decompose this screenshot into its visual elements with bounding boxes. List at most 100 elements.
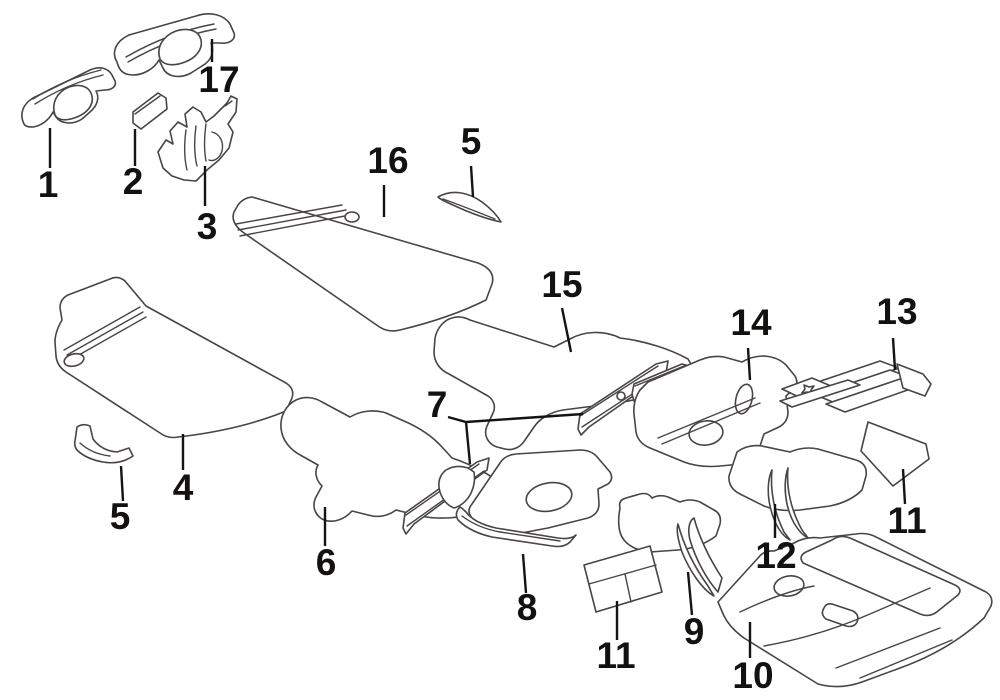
part-10-contour-3 [835, 627, 941, 669]
part-1 [21, 66, 117, 128]
part-11-mid-outline [583, 545, 663, 613]
part-8-wing [438, 465, 476, 509]
leader-lines [48, 39, 907, 658]
leader-part-7-b [464, 421, 472, 465]
part-4-stripe-2 [66, 311, 144, 356]
part-8-flange-line [461, 515, 561, 542]
part-4-label: 4 [173, 467, 194, 508]
part-16-stripe-1 [235, 204, 343, 225]
part-3-rib-2 [193, 125, 198, 167]
part-3-dome [208, 131, 224, 162]
part-9-strip-1 [676, 523, 715, 597]
part-17-label: 17 [198, 59, 239, 100]
part-5-top [437, 191, 502, 223]
part-10-contour-1 [739, 585, 815, 613]
part-4 [54, 276, 294, 439]
part-15-outline [433, 316, 695, 451]
part-8-flange [455, 506, 577, 548]
part-labels: 1 2 3 17 16 5 15 7 4 5 6 8 11 9 10 12 11… [38, 59, 927, 696]
part-5-left-edge [79, 442, 111, 457]
part-9-strip-2 [687, 517, 723, 593]
part-13-lower-bar [779, 379, 861, 408]
part-8-label: 8 [517, 587, 538, 628]
part-16-grommet [344, 211, 360, 223]
leader-part-11-right [901, 468, 907, 505]
part-11-mid [583, 545, 663, 613]
part-14 [633, 355, 798, 468]
part-7-label: 7 [427, 384, 448, 425]
part-16-label: 16 [367, 140, 408, 181]
leader-part-5-top [469, 165, 475, 198]
part-12 [728, 444, 868, 541]
part-5-top-label: 5 [461, 121, 482, 162]
part-16-stripe-2 [237, 209, 347, 231]
leader-part-5-left [119, 465, 125, 502]
part-5-left-outline [73, 423, 134, 464]
part-4-stripe-3 [69, 316, 147, 361]
part-13 [779, 360, 932, 413]
part-10-hole [773, 575, 805, 597]
part-4-grommet [63, 352, 85, 368]
leader-part-8 [521, 553, 528, 594]
leader-part-15 [560, 307, 573, 353]
part-16-stripe-3 [239, 214, 351, 237]
part-8 [438, 449, 613, 548]
part-9-pad [617, 492, 722, 553]
part-3 [157, 95, 238, 182]
part-7-sill-right-clip [616, 391, 626, 401]
part-6-label: 6 [316, 542, 337, 583]
part-5-left-label: 5 [110, 496, 131, 537]
part-14-rib-1 [657, 397, 756, 439]
part-3-rib-1 [183, 129, 188, 171]
part-10-rib-bar [800, 535, 961, 617]
part-11-mid-divider-h [588, 564, 657, 585]
part-1-hump [53, 84, 94, 121]
part-1-label: 1 [38, 164, 59, 205]
part-11-mid-divider-v [624, 573, 632, 603]
part-2-label: 2 [123, 161, 144, 202]
part-14-slot [734, 383, 754, 415]
part-10-contour-2 [763, 587, 931, 647]
part-14-side-bar-line [634, 365, 685, 387]
part-9-label: 9 [684, 611, 705, 652]
part-12-strip-2 [784, 467, 809, 539]
part-2 [132, 92, 168, 130]
part-11-right-label: 11 [887, 500, 926, 541]
part-3-outline [157, 95, 238, 182]
part-15-label: 15 [541, 264, 582, 305]
part-3-label: 3 [197, 206, 218, 247]
leader-part-9 [686, 571, 694, 616]
part-7-sill-right-line-1 [579, 365, 659, 417]
part-12-strip-1 [767, 469, 791, 541]
part-11-mid-label: 11 [596, 635, 635, 676]
part-4-stripe-1 [63, 306, 141, 351]
part-5-left [73, 423, 134, 464]
part-2-outline [132, 92, 168, 130]
leader-part-13 [891, 337, 897, 371]
part-10-slot [821, 603, 859, 628]
part-14-hole [688, 420, 724, 446]
part-1-ridge-1 [32, 69, 102, 100]
part-5-top-edge [442, 198, 496, 220]
part-17-hump [158, 28, 203, 66]
part-3-hook [224, 100, 233, 107]
part-12-label: 12 [755, 535, 796, 576]
part-10-label: 10 [732, 655, 773, 696]
part-9 [617, 492, 723, 597]
part-2-edge [134, 95, 161, 115]
part-16-outline [232, 196, 494, 332]
part-11-right-outline [860, 421, 930, 487]
part-12-plate [728, 444, 868, 512]
part-16 [232, 196, 494, 332]
part-13-end-plate [896, 363, 932, 397]
part-3-rib-3 [203, 123, 207, 162]
part-13-label: 13 [876, 291, 917, 332]
part-14-rib-2 [661, 402, 761, 445]
part-11-right [860, 421, 930, 487]
part-14-label: 14 [730, 302, 772, 343]
part-17 [113, 13, 236, 78]
part-8-hole [525, 481, 573, 513]
part-15 [433, 316, 695, 451]
part-10 [717, 532, 993, 688]
